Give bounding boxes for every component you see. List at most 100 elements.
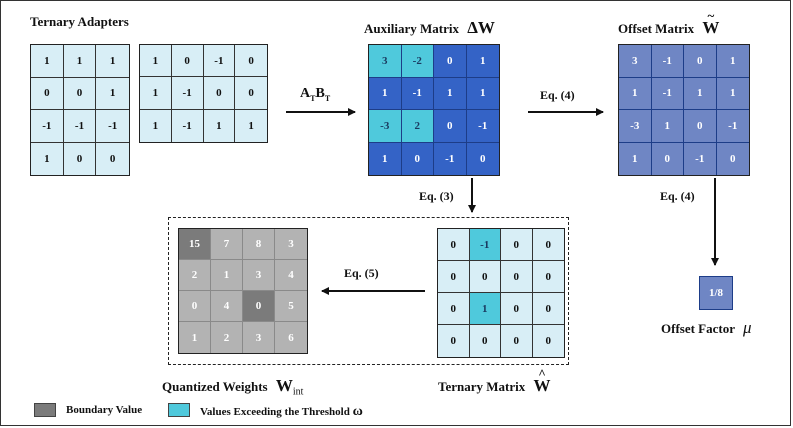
symbol-w-tilde: W [702, 9, 719, 38]
matrix-cell: 3 [243, 322, 275, 353]
matrix-cell: 1 [651, 110, 684, 143]
matrix-cell: -3 [369, 110, 402, 143]
matrix-cell: 1 [31, 142, 64, 175]
symbol-delta-w: ΔW [467, 18, 495, 37]
matrix-cell: 0 [651, 142, 684, 175]
matrix-cell: 1 [96, 77, 129, 110]
matrix-cell: -1 [651, 45, 684, 78]
matrix-cell: -1 [434, 142, 467, 175]
matrix-cell: 1 [211, 260, 243, 291]
matrix-cell: 0 [469, 261, 501, 293]
matrix-cell: 0 [501, 325, 533, 357]
title-offset-factor-text: Offset Factor [661, 321, 735, 336]
quantization-group-box [168, 217, 569, 365]
matrix-cell: 1 [179, 322, 211, 353]
label-ab-b: B [315, 86, 325, 101]
label-eq4-right-text: Eq. (4) [660, 189, 695, 203]
matrix-cell: -1 [31, 110, 64, 143]
label-eq3-text: Eq. (3) [419, 189, 454, 203]
symbol-w-int: W [275, 376, 293, 395]
matrix-cell: 1 [619, 142, 652, 175]
matrix-cell: 0 [438, 325, 470, 357]
legend-boundary: Boundary Value [66, 404, 142, 416]
matrix-cell: 0 [532, 325, 564, 357]
matrix-cell: 1 [203, 109, 236, 142]
symbol-w-int-sub: int [292, 386, 304, 398]
title-quantized-weights: Quantized Weights Wint [162, 376, 303, 398]
matrix-cell: 1 [63, 45, 97, 78]
matrix-cell: 1 [96, 45, 129, 78]
matrix-cell: 3 [243, 260, 275, 291]
symbol-w-hat: W [534, 367, 551, 396]
matrix-cell: 1 [140, 77, 172, 110]
matrix-cell: 1 [235, 109, 267, 142]
matrix-cell: 0 [684, 45, 717, 78]
matrix-cell: 1 [31, 45, 64, 78]
label-eq5: Eq. (5) [344, 266, 379, 281]
matrix-cell: -1 [684, 142, 717, 175]
matrix-cell: 3 [619, 45, 652, 78]
symbol-omega: ω [352, 404, 363, 419]
matrix-cell: -1 [651, 77, 684, 110]
matrix-cell: 0 [179, 291, 211, 322]
matrix-cell: 0 [235, 45, 267, 78]
matrix-cell: 0 [532, 261, 564, 293]
matrix-cell: 0 [401, 142, 434, 175]
matrix-cell: 0 [469, 325, 501, 357]
title-ternary-matrix-text: Ternary Matrix [438, 379, 526, 394]
title-offset-matrix-text: Offset Matrix [618, 21, 695, 36]
matrix-cell: 0 [684, 110, 717, 143]
matrix-cell: -1 [171, 109, 204, 142]
label-ab: ATBT [300, 86, 330, 103]
matrix-cell: 2 [401, 110, 434, 143]
matrix-cell: -1 [469, 229, 501, 261]
matrix-cell: 1 [469, 293, 501, 325]
matrix-cell: -2 [401, 45, 434, 78]
matrix-cell: -1 [716, 110, 749, 143]
matrix-cell: 0 [203, 77, 236, 110]
matrix-cell: 0 [532, 229, 564, 261]
matrix-cell: 0 [501, 229, 533, 261]
label-ab-a: A [300, 86, 311, 101]
matrix-cell: -1 [466, 110, 499, 143]
label-ab-a-sub: T [310, 93, 316, 103]
matrix-cell: 0 [466, 142, 499, 175]
matrix-cell: -3 [619, 110, 652, 143]
matrix-cell: -1 [63, 110, 97, 143]
matrix-cell: 0 [438, 229, 470, 261]
matrix-cell: 5 [275, 291, 307, 322]
matrix-cell: 1 [140, 109, 172, 142]
matrix-cell: 0 [96, 142, 129, 175]
offset-factor-box: 1/8 [699, 276, 733, 310]
matrix-cell: 1 [369, 77, 402, 110]
matrix-cell: 0 [501, 261, 533, 293]
legend-swatch-exceeding [168, 403, 190, 417]
matrix-cell: 15 [179, 229, 211, 260]
title-quantized-weights-text: Quantized Weights [162, 379, 268, 394]
matrix-cell: 0 [235, 77, 267, 110]
matrix-cell: 0 [171, 45, 204, 78]
matrix-cell: 0 [532, 293, 564, 325]
matrix-cell: 4 [275, 260, 307, 291]
title-offset-matrix: Offset Matrix W [618, 9, 719, 38]
matrix-cell: 6 [275, 322, 307, 353]
matrix-cell: 0 [434, 110, 467, 143]
matrix-cell: -1 [96, 110, 129, 143]
title-auxiliary-matrix: Auxiliary Matrix ΔW [364, 18, 495, 38]
matrix-cell: 7 [211, 229, 243, 260]
matrix-cell: 0 [438, 261, 470, 293]
matrix-cell: 1 [466, 77, 499, 110]
matrix-cell: 1 [140, 45, 172, 78]
matrix-cell: 8 [243, 229, 275, 260]
matrix-cell: -1 [203, 45, 236, 78]
matrix-cell: 2 [179, 260, 211, 291]
matrix-cell: 4 [211, 291, 243, 322]
matrix-cell: 0 [501, 293, 533, 325]
legend-swatch-boundary [34, 403, 56, 417]
matrix-cell: 2 [211, 322, 243, 353]
matrix-cell: 3 [275, 229, 307, 260]
